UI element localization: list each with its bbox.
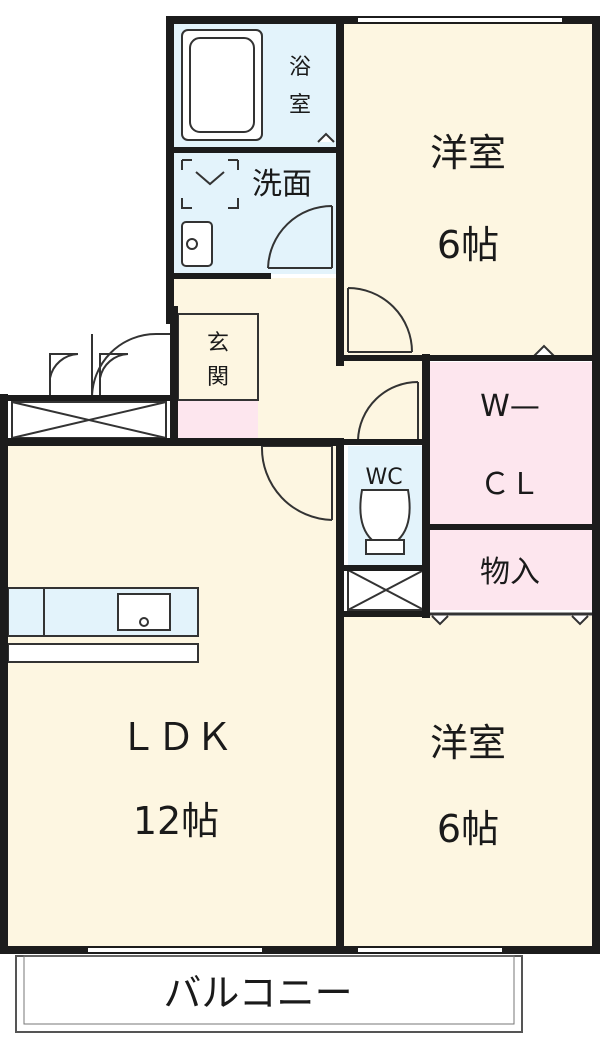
entry-door-swing-c <box>99 353 129 398</box>
ldk-floor <box>8 446 338 946</box>
shoe-storage-cross-b <box>11 401 167 439</box>
ldk-size: 12帖 <box>133 799 219 843</box>
bath-label-line2: 室 <box>289 93 311 118</box>
labels: 浴 室 洗面 玄 関 洋室 6帖 W— ＣＬ 物入 WC ＬＤＫ 12帖 洋室 … <box>119 55 540 1015</box>
washroom-door-swing <box>267 205 333 269</box>
western-room-top-name: 洋室 <box>430 131 506 175</box>
toilet-bowl <box>359 489 411 541</box>
western-room-bottom-floor <box>344 616 592 946</box>
walls <box>0 16 600 954</box>
western-room-top-size: 6帖 <box>437 223 499 267</box>
kitchen-sink-drain <box>139 617 149 627</box>
closet-door-marker <box>533 344 555 357</box>
room-fills <box>8 22 592 1033</box>
fixtures <box>7 29 592 860</box>
balcony-inner-line <box>23 955 515 1025</box>
entrance-label-line2: 関 <box>207 365 229 390</box>
walk-in-closet-label-line1: W— <box>480 389 540 424</box>
bath-label-line1: 浴 <box>289 55 311 80</box>
ldk-name: ＬＤＫ <box>119 715 233 759</box>
storage-label: 物入 <box>480 555 540 590</box>
storage-door-marker-right <box>571 615 589 626</box>
toilet-tank <box>365 539 405 555</box>
balcony-label: バルコニー <box>163 971 352 1015</box>
wash-basin-drain <box>186 238 198 250</box>
entry-door-swing-a <box>91 333 170 399</box>
washroom-label: 洗面 <box>252 167 312 202</box>
western-room-bottom-name: 洋室 <box>430 721 506 765</box>
walk-in-closet-label-line2: ＣＬ <box>480 467 540 502</box>
western-room-top-door-swing <box>347 287 413 353</box>
balcony-floor <box>15 955 523 1033</box>
bathtub <box>181 29 263 141</box>
kitchen-sink <box>117 593 171 631</box>
entry-door-swing-b <box>49 353 79 398</box>
toilet-label: WC <box>365 465 402 490</box>
bathtub-inner <box>189 37 255 133</box>
western-room-bottom-size: 6帖 <box>437 807 499 851</box>
entrance-floor <box>178 314 258 400</box>
storage-floor <box>430 530 592 610</box>
walk-in-closet-floor <box>430 362 592 524</box>
storage-door-marker-left <box>431 615 449 626</box>
entrance-label-line1: 玄 <box>207 331 229 356</box>
pipe-space-cross-b <box>347 569 425 611</box>
kitchen-counter-edge <box>7 643 199 663</box>
entrance-step <box>178 400 258 438</box>
bath-door-marker <box>317 132 335 143</box>
washer-pan <box>181 159 239 209</box>
